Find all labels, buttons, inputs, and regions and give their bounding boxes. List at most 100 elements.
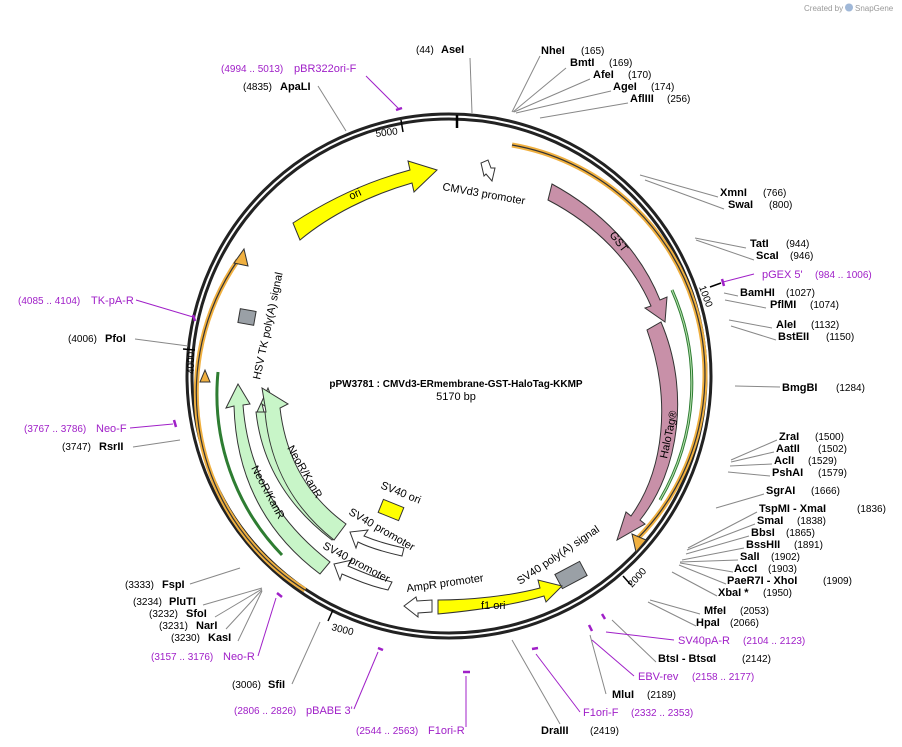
primer-mark-pgex5 [720,278,726,287]
primer-name[interactable]: F1ori-F [583,707,619,719]
site-name[interactable]: KasI [208,632,231,644]
site-name[interactable]: AfeI [593,69,614,81]
primer-name[interactable]: Neo-R [223,651,255,663]
site-pos: (3231) [159,621,188,632]
orf-inner-neokan [215,371,284,557]
site-pos: (3232) [149,609,178,620]
snapgene-logo-icon [845,3,853,12]
tick-label-5000: 5000 [375,126,399,140]
site-name[interactable]: PshAI [772,467,803,479]
site-name[interactable]: DraIII [541,725,569,737]
site-name[interactable]: BstEII [778,331,809,343]
primer-labels: (4994 .. 5013) pBR322ori-F pGEX 5' (984 … [18,63,872,737]
feature-cmvd3-promoter[interactable] [480,159,496,183]
site-name[interactable]: MfeI [704,605,726,617]
site-name[interactable]: AclI [774,455,794,467]
feature-label-f1-ori: f1 ori [481,600,505,612]
site-pos: (1891) [794,540,823,551]
primer-name[interactable]: SV40pA-R [678,635,730,647]
site-name[interactable]: SwaI [728,199,753,211]
site-name[interactable]: TatI [750,238,769,250]
site-name[interactable]: NarI [196,620,217,632]
site-name[interactable]: FspI [162,579,185,591]
site-pos: (1902) [771,552,800,563]
site-pos: (1502) [818,444,847,455]
site-name[interactable]: NheI [541,45,565,57]
feature-neokan-outer[interactable] [225,382,331,575]
site-name[interactable]: SalI [740,551,760,563]
site-name[interactable]: SfoI [186,608,207,620]
site-name[interactable]: BtsI - BtsαI [658,653,716,665]
site-name[interactable]: HpaI [696,617,720,629]
site-name[interactable]: XbaI * [718,587,749,599]
site-name[interactable]: MluI [612,689,634,701]
site-name[interactable]: ZraI [779,431,799,443]
feature-halotag[interactable] [616,321,679,542]
tick-3000 [327,609,334,622]
tick-label-2000: 2000 [626,566,649,590]
primer-pos: (4994 .. 5013) [221,64,283,75]
site-name[interactable]: BssHII [746,539,780,551]
site-pos: (3230) [171,633,200,644]
feature-sv40-promoter-2[interactable] [349,529,405,557]
feature-ori[interactable] [292,160,438,241]
site-pos: (1579) [818,468,847,479]
feature-hsv-tk-polya[interactable] [237,308,257,326]
primer-name[interactable]: EBV-rev [638,671,679,683]
feature-sv40-promoter-1[interactable] [333,559,393,591]
primer-pos: (2332 .. 2353) [631,708,693,719]
site-pos: (766) [763,188,786,199]
primer-name[interactable]: pGEX 5' [762,269,803,281]
site-name[interactable]: PfoI [105,333,126,345]
site-name[interactable]: AleI [776,319,796,331]
site-name[interactable]: XmnI [720,187,747,199]
site-name[interactable]: AatII [776,443,800,455]
site-pos: (1836) [857,504,886,515]
orf-arrowhead-gst-halotag [631,533,647,554]
site-name[interactable]: AgeI [613,81,637,93]
site-name[interactable]: SgrAI [766,485,795,497]
feature-sv40-polya[interactable] [554,560,588,590]
site-pos: (1284) [836,383,865,394]
feature-f1-ori[interactable] [437,579,563,615]
site-name[interactable]: BmgBI [782,382,817,394]
primer-mark-sv40pa-r [600,613,607,620]
site-name[interactable]: BamHI [740,287,775,299]
site-name[interactable]: ScaI [756,250,779,262]
site-name[interactable]: AflIII [630,93,654,105]
site-pos: (2419) [590,726,619,737]
primer-leader-lines [129,75,755,727]
site-name[interactable]: BmtI [570,57,594,69]
site-name[interactable]: PaeR7I - XhoI [727,575,797,587]
tick-2000 [622,575,632,586]
primer-name[interactable]: F1ori-R [428,725,465,737]
primer-mark-ebv-rev [587,624,594,632]
primer-name[interactable]: pBR322ori-F [294,63,357,75]
site-pos: (800) [769,200,792,211]
site-name[interactable]: SfiI [268,679,285,691]
feature-gst[interactable] [547,183,668,323]
site-name[interactable]: BbsI [751,527,775,539]
site-pos: (3747) [62,442,91,453]
site-name[interactable]: SmaI [757,515,783,527]
site-pos: (256) [667,94,690,105]
site-name[interactable]: RsrII [99,441,123,453]
feature-sv40-ori[interactable] [377,498,405,522]
site-name[interactable]: AseI [441,44,464,56]
site-name[interactable]: PluTI [169,596,196,608]
site-name[interactable]: ApaLI [280,81,311,93]
site-pos: (2066) [730,618,759,629]
primer-name[interactable]: TK-pA-R [91,295,134,307]
site-pos: (174) [651,82,674,93]
feature-ampr-promoter[interactable] [403,596,433,619]
site-name[interactable]: AccI [734,563,757,575]
site-name[interactable]: TspMI - XmaI [759,503,826,515]
site-pos: (1666) [811,486,840,497]
site-name[interactable]: PflMI [770,299,796,311]
site-pos: (170) [628,70,651,81]
primer-name[interactable]: Neo-F [96,423,127,435]
snapgene-credit: Created by SnapGene [804,3,894,13]
primer-name[interactable]: pBABE 3' [306,705,353,717]
primer-mark-pbabe3 [377,646,384,652]
